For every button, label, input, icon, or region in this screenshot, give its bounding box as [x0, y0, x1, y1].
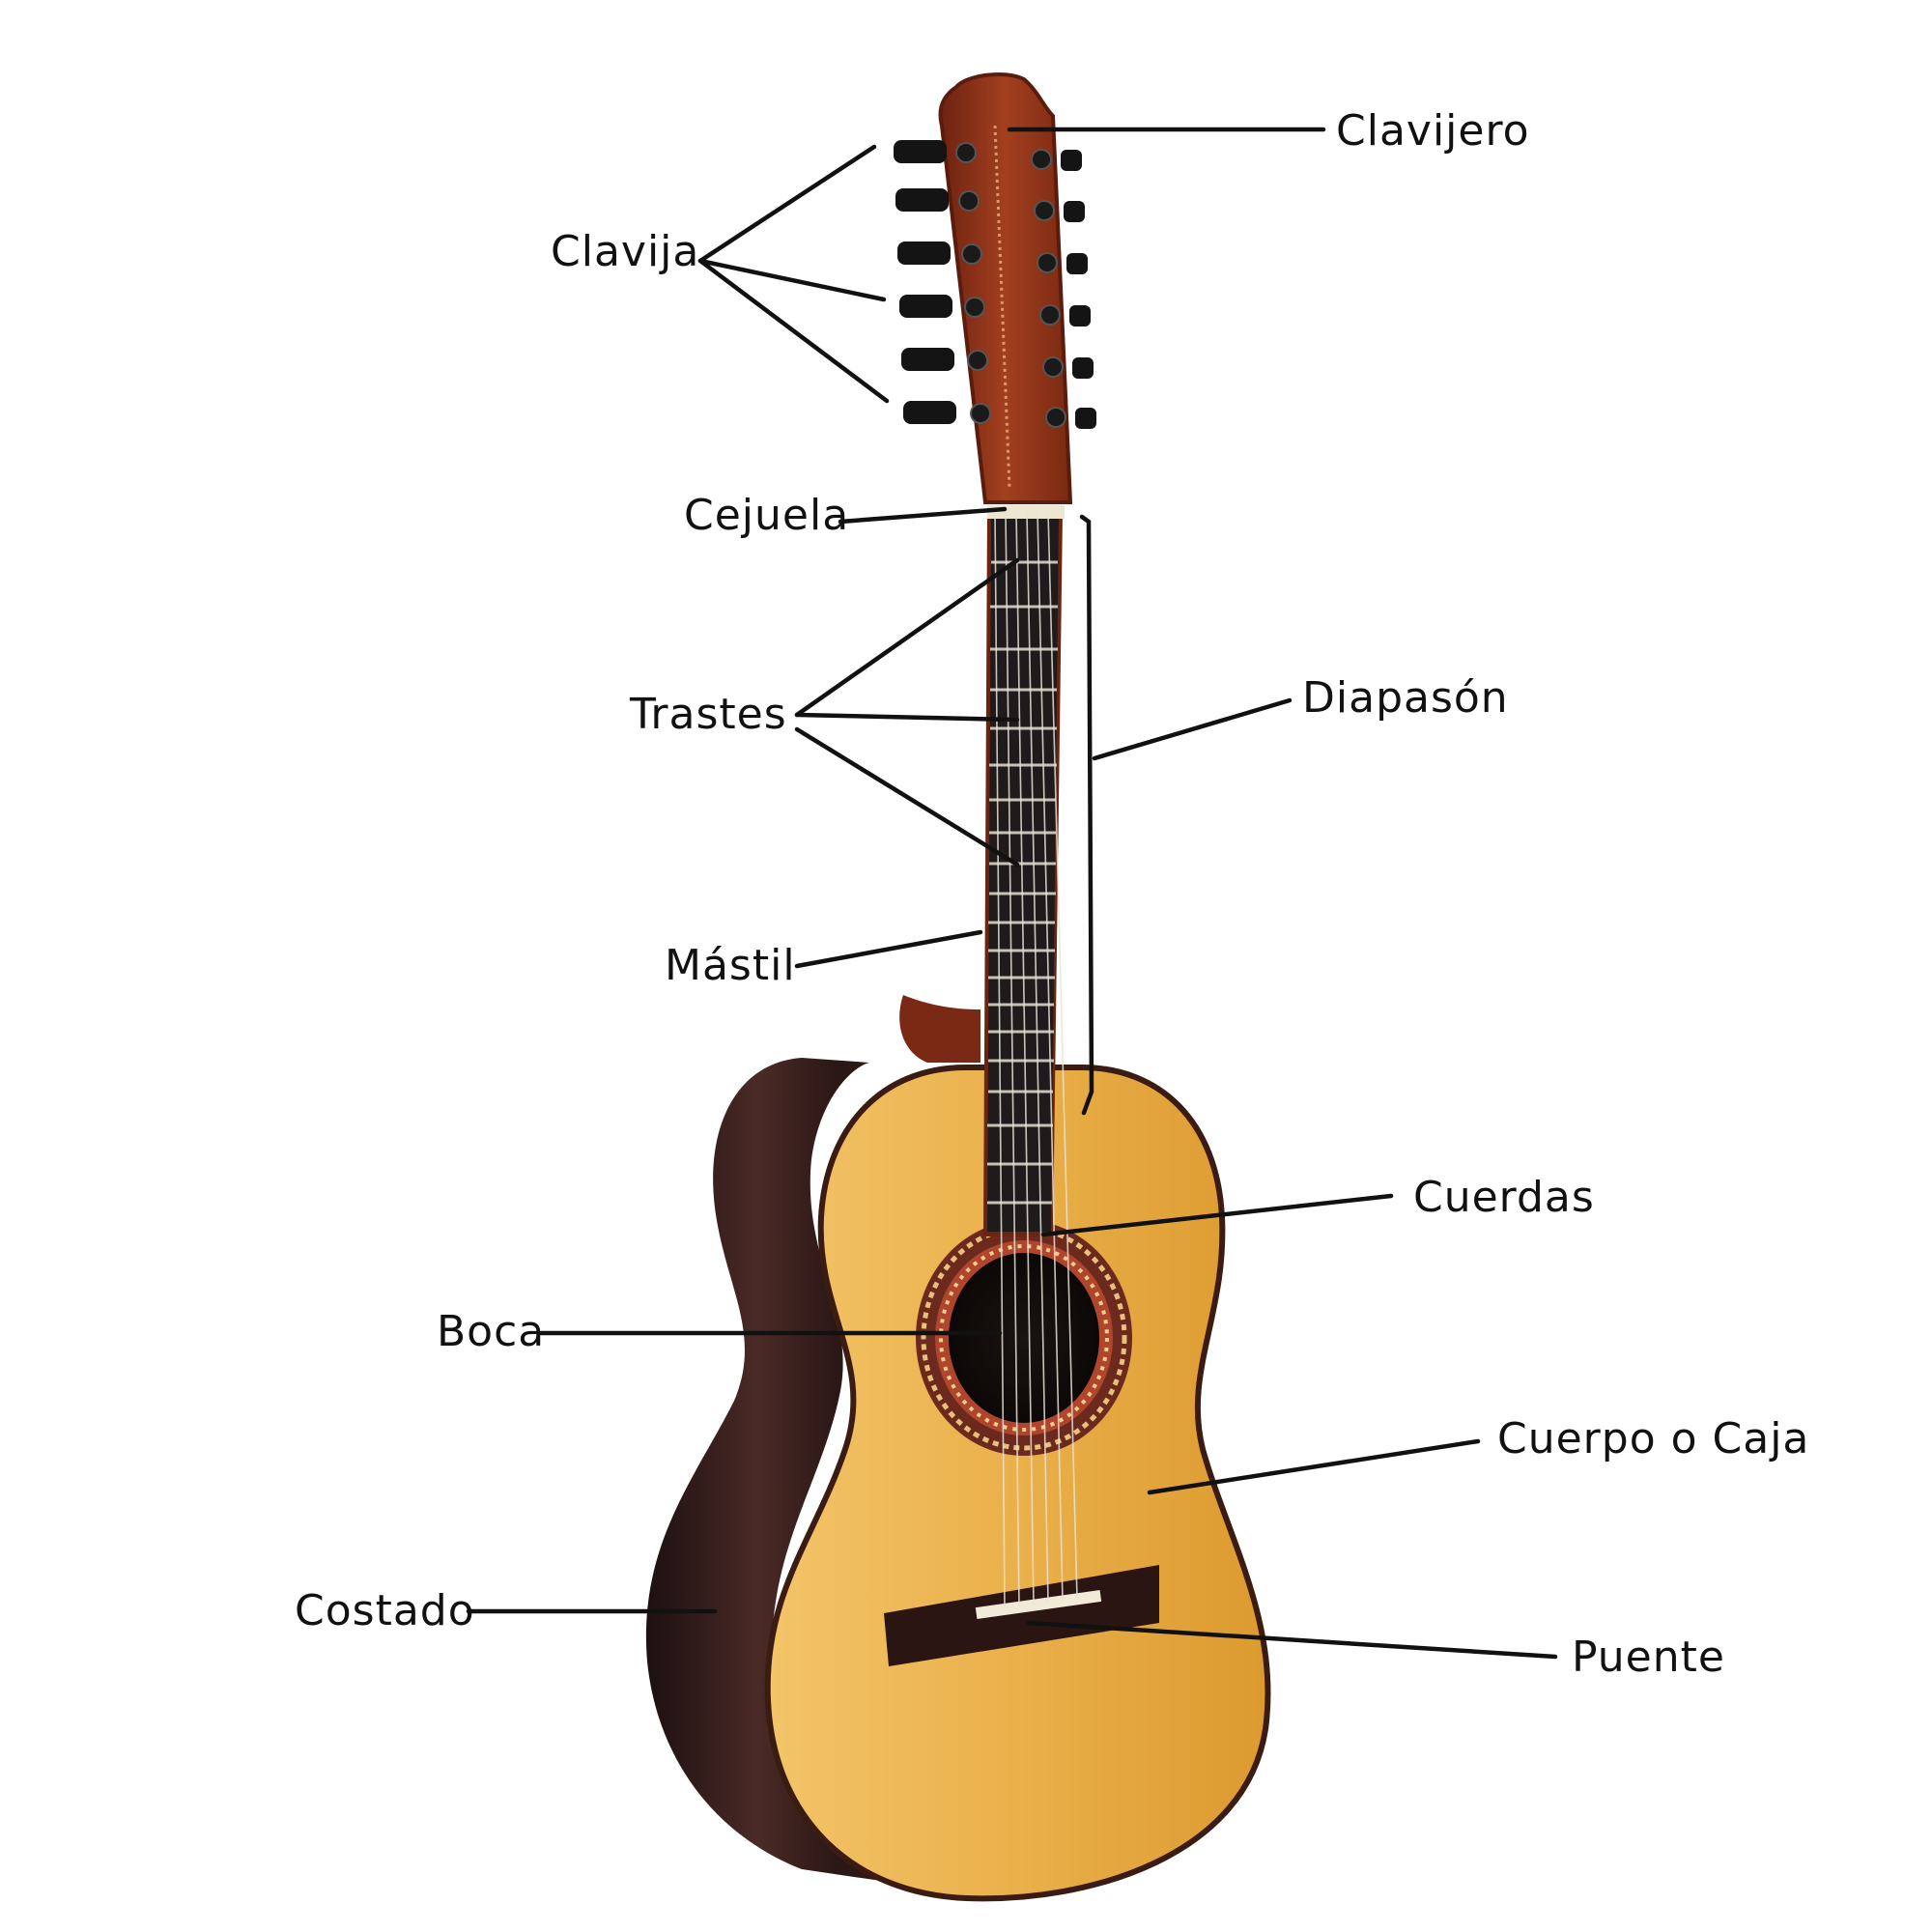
bridge: [884, 1565, 1159, 1666]
leader-diapason: [1079, 514, 1293, 1116]
label-boca: Boca: [437, 1307, 545, 1356]
strings: [994, 511, 1078, 1609]
leader-cuerdas: [1040, 1193, 1394, 1237]
label-clavija: Clavija: [551, 227, 699, 276]
leader-clavija: [697, 144, 890, 404]
label-cuerpo: Cuerpo o Caja: [1497, 1414, 1809, 1463]
label-trastes: Trastes: [629, 690, 787, 739]
headstock: [938, 71, 1073, 504]
label-puente: Puente: [1572, 1633, 1725, 1682]
label-diapason: Diapasón: [1302, 673, 1509, 723]
label-clavijero: Clavijero: [1336, 106, 1530, 156]
neck-heel: [899, 995, 980, 1063]
leader-cuerpo: [1147, 1438, 1481, 1495]
label-mastil: Mástil: [665, 941, 796, 990]
fretboard: [987, 517, 1059, 1232]
guitar-side: [645, 1058, 966, 1893]
label-cuerdas: Cuerdas: [1413, 1173, 1595, 1222]
part-labels: Clavijero Clavija Cejuela Trastes Diapas…: [295, 106, 1809, 1682]
tuning-pegs: [894, 140, 1096, 429]
leader-mastil: [794, 929, 983, 969]
leader-puente: [1026, 1620, 1558, 1660]
label-cejuela: Cejuela: [684, 491, 849, 540]
leader-trastes: [794, 557, 1020, 867]
nut: [987, 505, 1065, 519]
leader-cejuela: [838, 506, 1008, 525]
guitar-illustration: [645, 71, 1271, 1902]
leader-lines: [466, 127, 1558, 1660]
label-costado: Costado: [295, 1586, 475, 1635]
sound-hole: [949, 1253, 1099, 1423]
